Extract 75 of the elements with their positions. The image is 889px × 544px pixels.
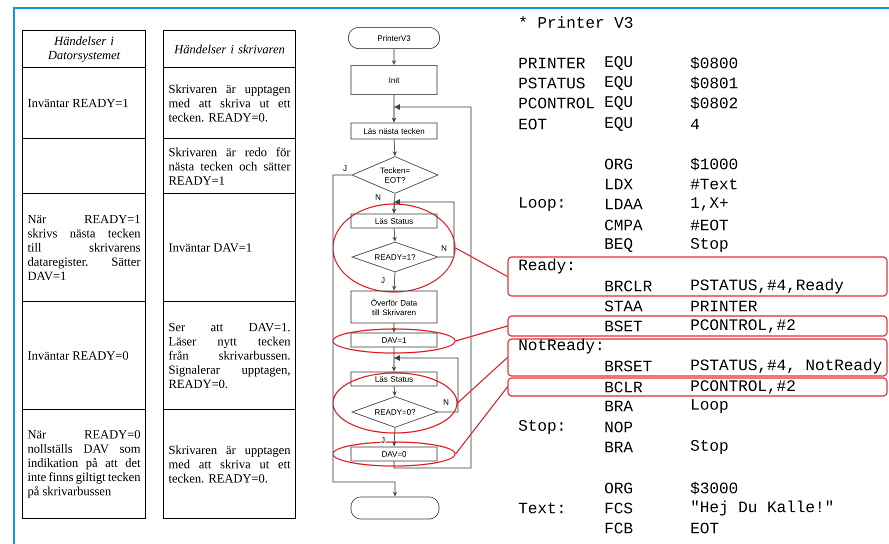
edge-label: J — [342, 164, 348, 172]
table-cell: Skrivaren är redo för nästa tecken och sätter READY=1 — [163, 138, 296, 194]
process-box: Överför Data till Skrivaren — [350, 290, 438, 324]
code-text: EQU — [605, 76, 632, 90]
code-text: Stop: — [518, 420, 562, 434]
code-text: NOP — [605, 422, 632, 432]
table-header: Händelser i skrivaren — [163, 30, 296, 68]
code-text: $1000 — [690, 158, 738, 170]
code-highlight-box: Ready: BRCLR PSTATUS,#4,Ready — [507, 256, 888, 297]
highlight-ellipse — [332, 203, 456, 293]
code-text: $3000 — [690, 482, 738, 494]
table-cell: När READY=0 nollställs DAV som indikation på att det inte finns giltigt tecken på skrivarbussen — [22, 409, 146, 519]
table-cell: När READY=1 skrivs nästa tecken till skrivarens dataregister. Sätter DAV=1 — [22, 193, 146, 302]
table-cell: Ser att DAV=1. Läser nytt tecken från skrivarbussen. Signalerar upptagen, READY=0. — [163, 301, 296, 410]
code-text: PRINTER — [691, 300, 757, 312]
code-text: ORG — [605, 482, 632, 494]
table-cell: Inväntar DAV=1 — [163, 193, 296, 302]
code-text: STAA — [604, 300, 643, 312]
code-text: Stop — [690, 440, 728, 454]
code-text: ORG — [605, 158, 632, 170]
table-header: Händelser i Datorsystemet — [22, 30, 146, 68]
process-box: Läs Status — [350, 214, 438, 228]
code-text: BRA — [605, 442, 633, 452]
code-text: Loop: — [520, 197, 562, 211]
terminal-shape — [350, 496, 440, 520]
code-text: 1,X+ — [691, 197, 728, 211]
code-highlight-box: NotReady: BRSET PSTATUS,#4, NotReady — [507, 338, 888, 377]
table-cell: Inväntar READY=0 — [22, 301, 146, 410]
code-text: EOT — [691, 522, 718, 534]
code-text: EOT — [519, 118, 546, 130]
code-text: BRA — [605, 400, 633, 412]
highlight-ellipse — [332, 372, 458, 434]
code-highlight-box: BSET PCONTROL,#2 — [507, 315, 888, 337]
code-text: * Printer V3 — [520, 16, 632, 28]
code-text: 4 — [691, 118, 699, 130]
highlight-ellipse — [332, 328, 456, 354]
table-cell: Skrivaren är upptagen med att skriva ut ett tecken. READY=0. — [163, 409, 296, 519]
code-text: Text: — [518, 502, 562, 514]
connector-line — [455, 325, 508, 342]
process-box: DAV=0 — [350, 446, 438, 462]
edge-label: J — [380, 276, 386, 284]
edge-label: N — [374, 194, 382, 200]
code-text: Loop — [692, 399, 728, 413]
process-box: Läs nästa tecken — [350, 122, 438, 140]
code-text: PSTATUS — [519, 78, 585, 88]
process-box: Läs Status — [350, 372, 438, 386]
code-text: LDX — [606, 178, 633, 190]
process-box: Init — [350, 65, 438, 95]
connector-line — [455, 247, 508, 278]
code-text: LDAA — [606, 198, 643, 210]
code-text: PCONTROL — [519, 98, 594, 108]
code-text: FCS — [606, 502, 632, 514]
code-text: PRINTER — [519, 58, 585, 68]
code-text: CMPA — [605, 220, 643, 230]
code-text: FCB — [606, 522, 632, 534]
highlight-ellipse — [332, 441, 456, 467]
code-text: #Text — [690, 178, 737, 190]
code-highlight-box: BCLR PCONTROL,#2 — [507, 377, 888, 397]
connector-line — [455, 386, 508, 454]
code-text: $0801 — [690, 76, 738, 90]
table-cell: Skrivaren är upptagen med att skriva ut ett tecken. READY=0. — [163, 67, 296, 139]
edge-label: J — [380, 436, 386, 444]
code-text: EQU — [605, 56, 632, 70]
code-text: EQU — [605, 117, 632, 131]
table-cell — [22, 138, 146, 194]
table-cell: Inväntar READY=1 — [22, 67, 146, 139]
process-box: DAV=1 — [350, 332, 438, 348]
code-text: $0800 — [690, 56, 738, 70]
edge-label: N — [440, 244, 448, 252]
code-text: #EOT — [690, 220, 728, 230]
code-text: $0802 — [690, 96, 738, 110]
code-text: "Hej Du Kalle!" — [692, 500, 832, 516]
code-text: EQU — [605, 96, 632, 110]
connector-line — [457, 357, 508, 404]
edge-label: N — [442, 398, 450, 406]
